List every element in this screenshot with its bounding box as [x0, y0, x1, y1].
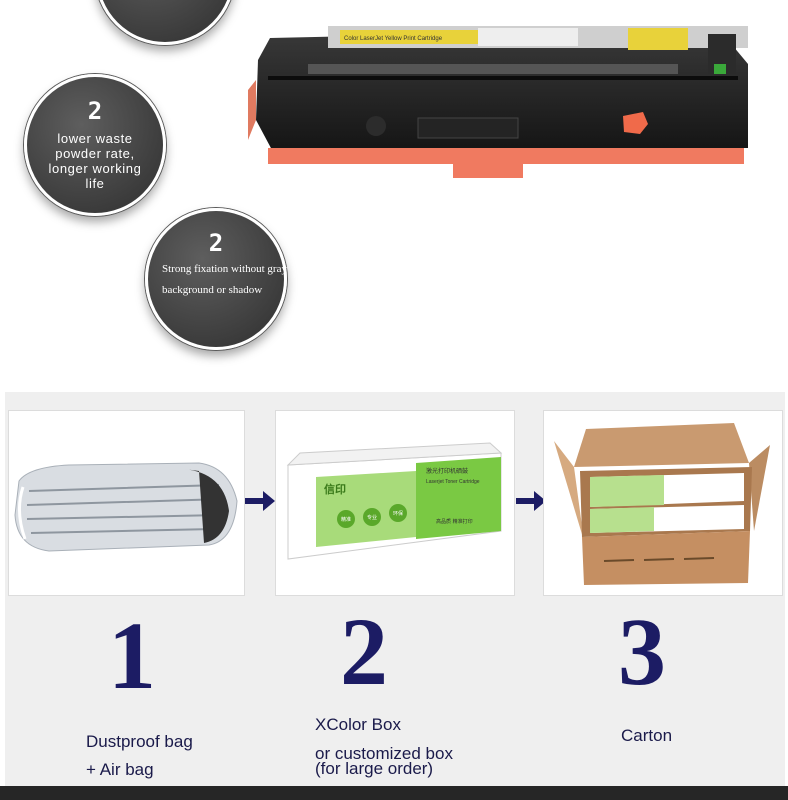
box-subtitle: Laserjet Toner Cartridge [426, 479, 480, 485]
box-badge: 环保 [393, 510, 403, 517]
feature-circle-1 [95, 0, 235, 45]
box-footer: 高品质 精准打印 [436, 518, 473, 525]
step-caption: Carton [621, 726, 673, 745]
color-box-image: 信印 激光打印机硒鼓 Laserjet Toner Cartridge 精准 专… [275, 410, 515, 596]
step-caption: Dustproof bag [86, 732, 193, 751]
carton-image [543, 410, 783, 596]
airbag-image [8, 410, 245, 596]
box-badge: 专业 [367, 514, 377, 521]
feature-circle-3: 2 Strong fixation without gray backgroun… [145, 208, 287, 350]
box-badge: 精准 [341, 516, 351, 523]
step-number: 1 [108, 602, 156, 709]
toner-cartridge-image: Color LaserJet Yellow Print Cartridge [248, 26, 748, 178]
feature-number: 2 [208, 229, 224, 257]
step-caption: XColor Box [315, 715, 401, 734]
footer-bar [0, 786, 788, 800]
feature-number: 2 [87, 97, 103, 125]
step-caption: or customized box [315, 744, 453, 763]
box-brand: 信印 [324, 482, 346, 496]
arrow-right-icon [245, 491, 275, 511]
box-title: 激光打印机硒鼓 [426, 467, 468, 475]
step-caption: + Air bag [86, 760, 154, 779]
feature-circle-2: 2 lower waste powder rate, longer workin… [24, 74, 166, 216]
feature-text: Strong fixation without gray background … [162, 263, 287, 296]
cartridge-label: Color LaserJet Yellow Print Cartridge [344, 36, 443, 42]
step-number: 2 [340, 598, 388, 705]
step-caption: (for large order) [315, 759, 434, 778]
step-number: 3 [618, 598, 666, 705]
feature-text: lower waste powder rate, longer working … [48, 131, 142, 191]
arrow-right-icon [516, 491, 546, 511]
